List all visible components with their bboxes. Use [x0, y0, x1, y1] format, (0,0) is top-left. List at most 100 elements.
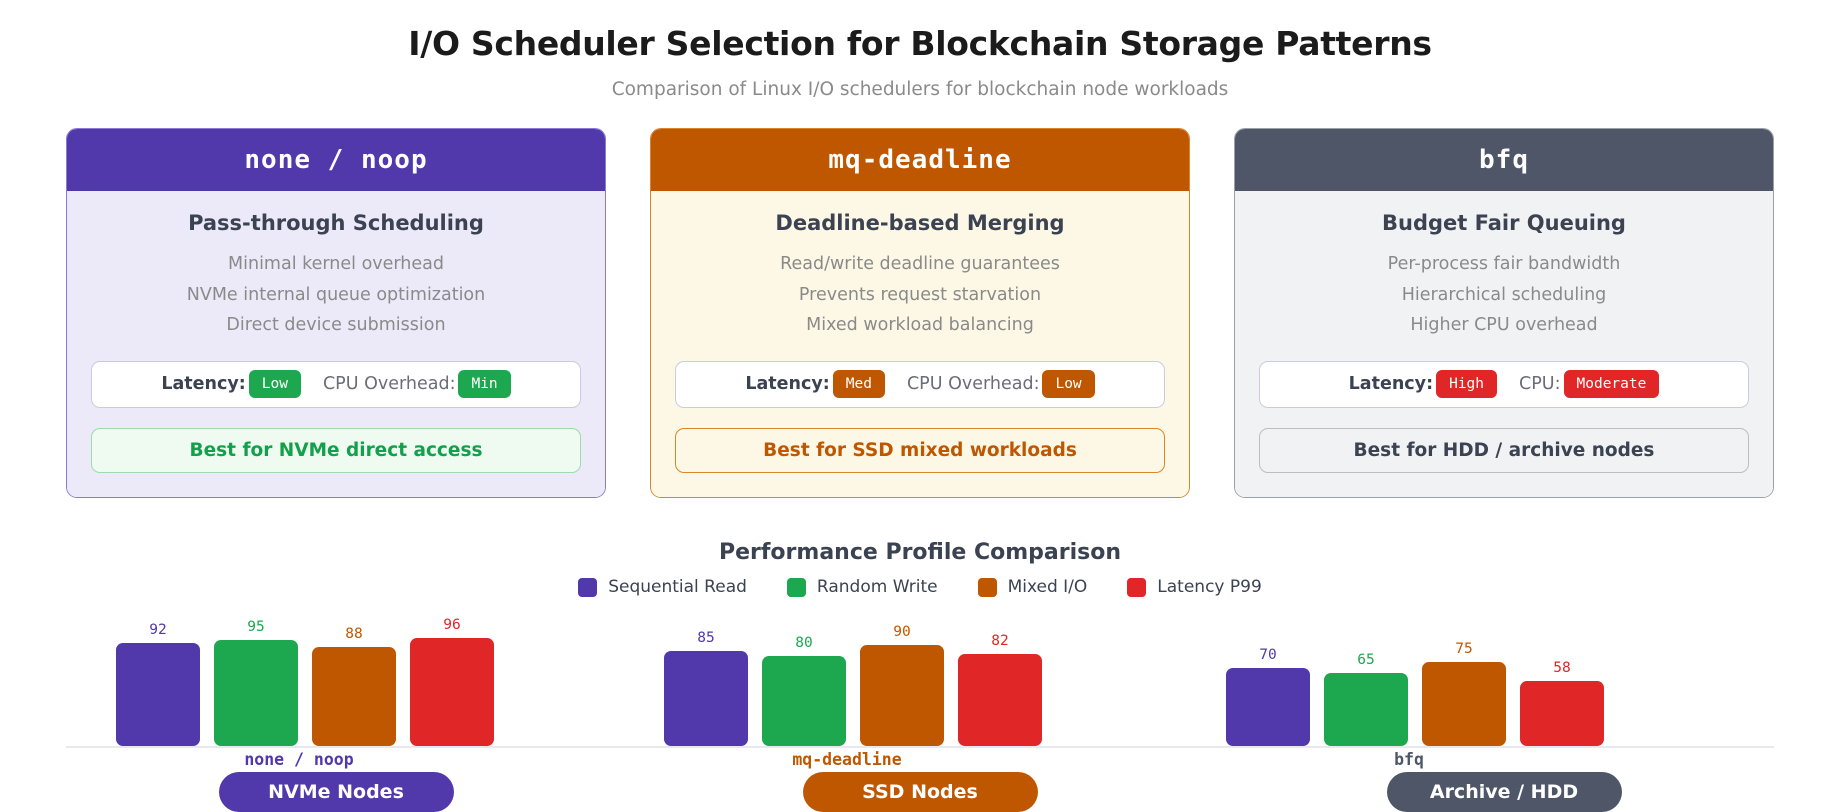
bar-item[interactable]: 88: [312, 626, 396, 746]
bar-value-label: 90: [893, 624, 911, 641]
bar-value-label: 65: [1357, 652, 1375, 669]
pill-slot: SSD Nodes: [650, 772, 1190, 812]
cpu-overhead-label: CPU:: [1519, 374, 1561, 394]
bar-value-label: 88: [345, 626, 363, 643]
bar[interactable]: [664, 650, 748, 746]
bar[interactable]: [1226, 667, 1310, 746]
bar[interactable]: [410, 638, 494, 746]
pill-slot: NVMe Nodes: [66, 772, 606, 812]
metrics-box: Latency: Low CPU Overhead: Min: [91, 360, 581, 408]
chart-title: Performance Profile Comparison: [718, 540, 1122, 565]
bar-chart: 92 95 88 96 none / noop 85 80 90 82 mq-deadline 70…: [66, 600, 1774, 769]
legend-item[interactable]: Sequential Read: [578, 577, 747, 597]
latency-label: Latency:: [1348, 374, 1434, 394]
bar-group-label: bfq: [1394, 750, 1424, 769]
scheduler-card-bfq[interactable]: bfq Budget Fair Queuing Per-process fair…: [1234, 128, 1774, 498]
card-feature-line: Prevents request starvation: [798, 284, 1042, 305]
latency-badge: Low: [248, 370, 301, 398]
cpu-overhead-badge: Min: [458, 370, 511, 398]
card-subtitle: Deadline-based Merging: [775, 211, 1065, 235]
bar-item[interactable]: 82: [958, 633, 1042, 746]
legend-swatch-icon: [578, 577, 598, 597]
bar-item[interactable]: 92: [116, 622, 200, 746]
card-header-bfq: bfq: [1235, 129, 1773, 191]
bar[interactable]: [860, 645, 944, 746]
chart-legend: Sequential Read Random Write Mixed I/O Late…: [0, 577, 1840, 597]
legend-swatch-icon: [786, 577, 806, 597]
bar-value-label: 75: [1455, 641, 1473, 657]
bar[interactable]: [214, 639, 298, 746]
pill-archive-hdd[interactable]: Archive / HDD: [1386, 772, 1622, 812]
pill-slot: Archive / HDD: [1234, 772, 1774, 812]
recommendation-box[interactable]: Best for NVMe direct access: [91, 427, 581, 473]
bar[interactable]: [958, 654, 1042, 746]
cpu-overhead-label: CPU Overhead:: [906, 374, 1040, 394]
bar[interactable]: [1520, 681, 1604, 746]
bar[interactable]: [1324, 673, 1408, 746]
latency-badge: High: [1436, 370, 1498, 398]
card-body-none-noop: Pass-through Scheduling Minimal kernel o…: [67, 191, 605, 497]
bar-group-label: none / noop: [244, 750, 354, 769]
latency-badge: Med: [832, 370, 885, 398]
bar-item[interactable]: 65: [1324, 652, 1408, 746]
bar[interactable]: [116, 642, 200, 746]
bar[interactable]: [762, 656, 846, 746]
card-header-none-noop: none / noop: [67, 129, 605, 191]
card-feature-line: Minimal kernel overhead: [228, 254, 444, 274]
bar-item[interactable]: 95: [214, 619, 298, 746]
scheduler-card-none-noop[interactable]: none / noop Pass-through Scheduling Mini…: [66, 128, 606, 498]
legend-label: Mixed I/O: [1007, 577, 1088, 597]
bar-group-label: mq-deadline: [792, 750, 902, 769]
card-feature-line: Read/write deadline guarantees: [780, 254, 1060, 274]
bar-value-label: 95: [247, 618, 265, 635]
card-subtitle: Budget Fair Queuing: [1382, 211, 1626, 235]
legend-label: Random Write: [816, 577, 938, 597]
bar-item[interactable]: 80: [762, 635, 846, 746]
pill-nvme-nodes[interactable]: NVMe Nodes: [218, 772, 454, 812]
legend-swatch-icon: [977, 577, 997, 597]
card-feature-line: Hierarchical scheduling: [1401, 284, 1607, 305]
bar-group: 85 80 90 82: [664, 624, 1042, 746]
card-feature-line: NVMe internal queue optimization: [186, 284, 486, 305]
card-feature-line: Direct device submission: [226, 315, 446, 335]
chart-axis-line: [66, 746, 1774, 748]
bar-item[interactable]: 85: [664, 630, 748, 746]
bar[interactable]: [312, 647, 396, 746]
scheduler-card-mq-deadline[interactable]: mq-deadline Deadline-based Merging Read/…: [650, 128, 1190, 498]
bar-value-label: 85: [697, 629, 715, 646]
bar-group: 70 65 75 58: [1226, 641, 1604, 746]
card-body-bfq: Budget Fair Queuing Per-process fair ban…: [1235, 191, 1773, 497]
bar-item[interactable]: 75: [1422, 641, 1506, 746]
legend-item[interactable]: Random Write: [786, 577, 938, 597]
legend-item[interactable]: Latency P99: [1127, 577, 1262, 597]
pill-ssd-nodes[interactable]: SSD Nodes: [802, 772, 1038, 812]
bar-item[interactable]: 58: [1520, 660, 1604, 746]
metrics-box: Latency: High CPU: Moderate: [1259, 360, 1749, 408]
legend-label: Latency P99: [1157, 577, 1262, 597]
legend-swatch-icon: [1127, 577, 1147, 597]
cpu-overhead-label: CPU Overhead:: [322, 374, 456, 394]
bar-item[interactable]: 70: [1226, 647, 1310, 746]
card-body-mq-deadline: Deadline-based Merging Read/write deadli…: [651, 191, 1189, 497]
card-feature-line: Mixed workload balancing: [806, 315, 1034, 335]
bar-item[interactable]: 96: [410, 617, 494, 746]
bar-value-label: 58: [1553, 660, 1571, 677]
scheduler-cards-row: none / noop Pass-through Scheduling Mini…: [0, 128, 1840, 498]
bar[interactable]: [1422, 662, 1506, 746]
bar-item[interactable]: 90: [860, 624, 944, 746]
bar-value-label: 70: [1259, 646, 1277, 663]
card-subtitle: Pass-through Scheduling: [188, 211, 484, 235]
legend-item[interactable]: Mixed I/O: [977, 577, 1088, 597]
latency-label: Latency:: [161, 374, 246, 394]
bar-value-label: 96: [443, 617, 461, 634]
page-subtitle: Comparison of Linux I/O schedulers for b…: [611, 79, 1229, 100]
cpu-overhead-badge: Low: [1042, 370, 1095, 398]
recommendation-box[interactable]: Best for HDD / archive nodes: [1259, 427, 1749, 473]
recommendation-box[interactable]: Best for SSD mixed workloads: [675, 427, 1165, 473]
card-feature-line: Per-process fair bandwidth: [1387, 254, 1621, 274]
bar-group: 92 95 88 96: [116, 617, 494, 746]
card-header-mq-deadline: mq-deadline: [651, 129, 1189, 191]
card-feature-line: Higher CPU overhead: [1410, 315, 1598, 335]
legend-label: Sequential Read: [608, 577, 747, 597]
